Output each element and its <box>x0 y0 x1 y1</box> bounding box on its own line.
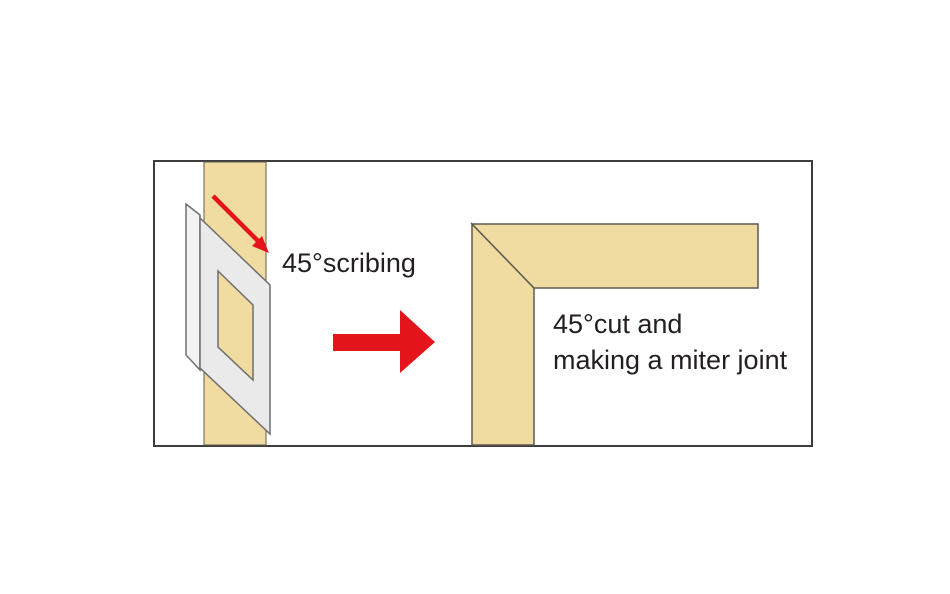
step2-label-line2: making a miter joint <box>553 345 788 375</box>
step2-label-line1: 45°cut and <box>553 309 682 339</box>
miter-joint-frame <box>470 222 759 446</box>
scribing-tool-back <box>185 202 201 372</box>
step1-label: 45°scribing <box>282 248 416 278</box>
horizontal-frame-piece <box>470 223 759 289</box>
scribing-tool <box>199 216 271 436</box>
arrow-right-icon <box>333 310 435 373</box>
arrow-down-right-icon <box>211 194 269 253</box>
